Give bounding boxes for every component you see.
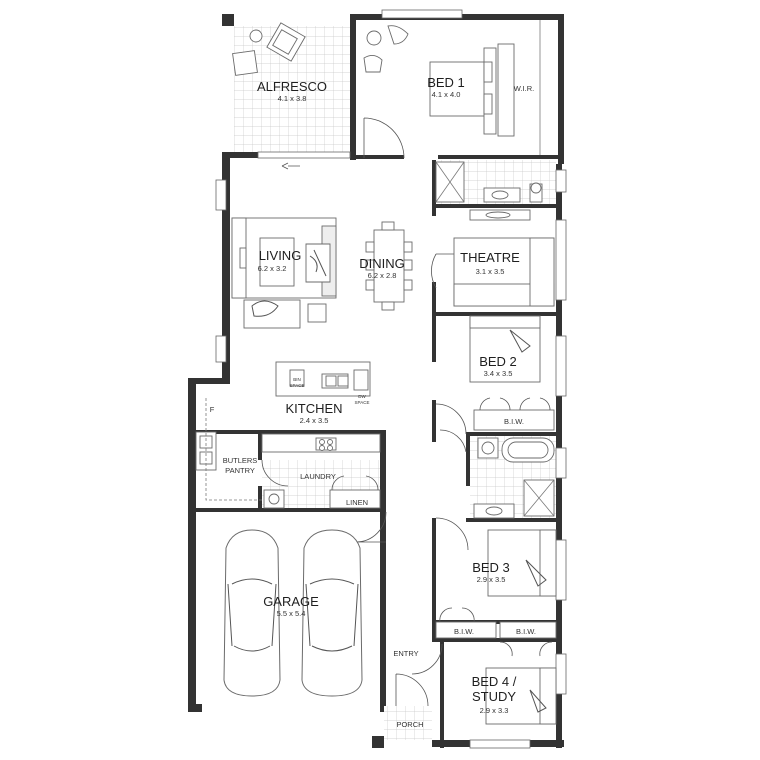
biw-label-bed3-left: B.I.W.: [454, 627, 474, 636]
room-size-bed2: 3.4 x 3.5: [484, 369, 513, 378]
room-name-study: STUDY: [472, 689, 516, 704]
dw-space-label-1: DW: [358, 394, 366, 399]
porch-floor: [384, 706, 432, 740]
bin-space-label-1: BIN: [293, 377, 301, 382]
room-name-dining: DINING: [359, 256, 405, 271]
walls: [188, 14, 564, 748]
alfresco-furniture: [232, 22, 306, 76]
room-size-bed3: 2.9 x 3.5: [477, 575, 506, 584]
laundry-fixtures: [263, 475, 381, 509]
room-size-bed4: 2.9 x 3.3: [480, 706, 509, 715]
biw-label-bed3-right: B.I.W.: [516, 627, 536, 636]
room-size-bed1: 4.1 x 4.0: [432, 90, 461, 99]
garage-cars: [223, 529, 363, 697]
room-name-linen: LINEN: [346, 498, 368, 507]
room-name-butlers: BUTLERS: [223, 456, 258, 465]
dw-space-label-2: SPACE: [355, 400, 370, 405]
dining-furniture: [365, 221, 413, 311]
biw-label-bed2: B.I.W.: [504, 417, 524, 426]
room-name-garage: GARAGE: [263, 594, 319, 609]
room-size-living: 6.2 x 3.2: [258, 264, 287, 273]
room-name-bed2: BED 2: [479, 354, 517, 369]
room-name-bed3: BED 3: [472, 560, 510, 575]
room-name-alfresco: ALFRESCO: [257, 79, 327, 94]
room-size-dining: 6.2 x 2.8: [368, 271, 397, 280]
room-name-living: LIVING: [259, 248, 302, 263]
room-name-laundry: LAUNDRY: [300, 472, 336, 481]
room-name-wir: W.I.R.: [514, 84, 534, 93]
room-name-pantry: PANTRY: [225, 466, 255, 475]
room-name-bed1: BED 1: [427, 75, 465, 90]
windows: [215, 9, 567, 749]
bed4-furniture: [485, 641, 557, 725]
room-size-garage: 5.5 x 5.4: [277, 609, 306, 618]
kitchen-fixtures: [195, 361, 381, 501]
room-name-kitchen: KITCHEN: [285, 401, 342, 416]
bed1-furniture: [363, 20, 541, 155]
bathroom-fixtures: [473, 437, 555, 519]
room-size-alfresco: 4.1 x 3.8: [278, 94, 307, 103]
room-size-theatre: 3.1 x 3.5: [476, 267, 505, 276]
ensuite-fixtures: [435, 161, 543, 221]
living-furniture: [231, 217, 337, 329]
room-name-theatre: THEATRE: [460, 250, 520, 265]
room-size-kitchen: 2.4 x 3.5: [300, 416, 329, 425]
room-name-porch: PORCH: [396, 720, 423, 729]
bed2-furniture: [469, 315, 555, 431]
bin-space-label-2: SPACE: [290, 383, 305, 388]
room-name-entry: ENTRY: [393, 649, 418, 658]
fridge-label: F: [210, 405, 215, 414]
bed3-furniture: [435, 529, 557, 639]
room-name-bed4: BED 4 /: [472, 674, 517, 689]
theatre-furniture: [453, 237, 555, 307]
